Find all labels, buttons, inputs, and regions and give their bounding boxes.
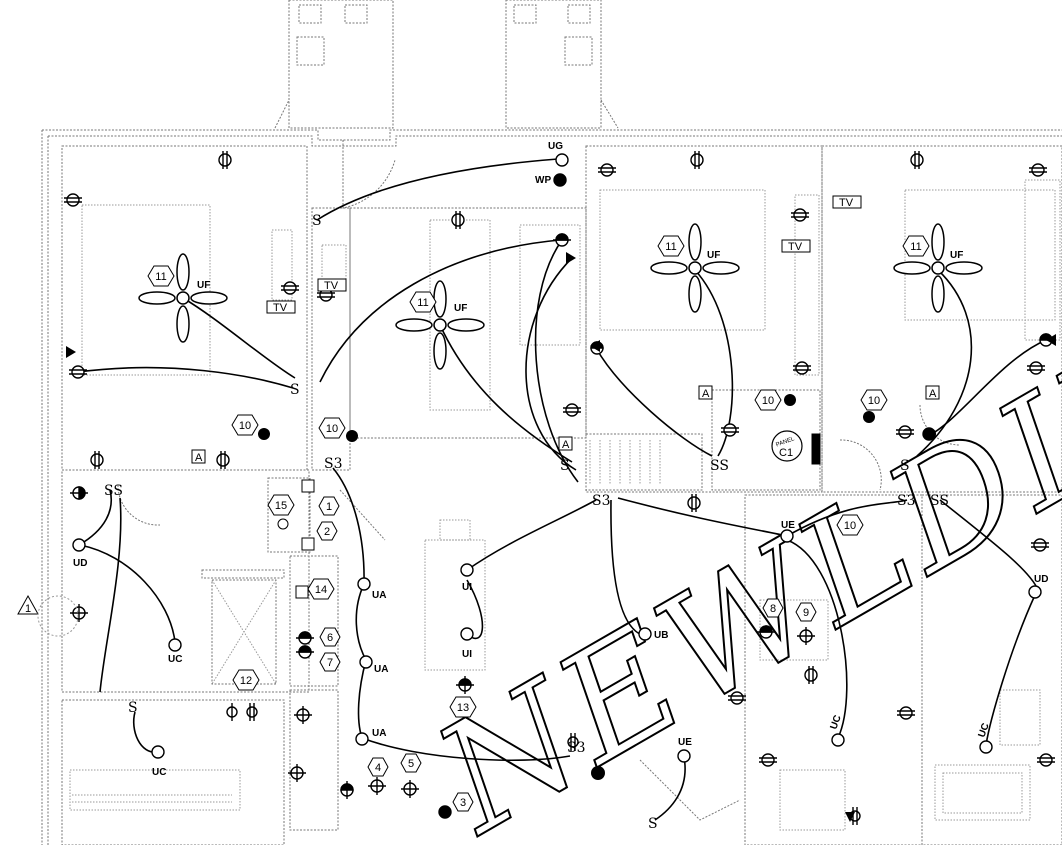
keynote-1: 1 [326,501,332,513]
keynote-hexagons: 11 11 11 11 10 10 10 10 10 1 2 3 4 5 6 7… [147,235,930,812]
tv-label: TV [839,197,854,209]
outlet-label-ua: UA [372,590,386,601]
ceiling-outlets [72,153,1042,763]
keynote-10: 10 [868,395,880,407]
keynote-11: 11 [155,271,166,283]
outlet-label-uc: UC [168,654,182,665]
keynote-4: 4 [375,762,381,774]
outlet-label-ui: UI [462,582,472,593]
keynote-12: 12 [240,675,252,687]
keynote-10: 10 [844,520,856,532]
switch-label: S [290,382,300,398]
switch-label: S3 [567,740,586,756]
outlet-label-ud: UD [1034,574,1048,585]
outlet-label-uc: UC [976,722,991,739]
switch-label: S3 [592,493,611,509]
circuit-wiring [77,158,1047,821]
alarm-devices: A A A A [191,385,940,464]
keynote-10: 10 [762,395,774,407]
panel-id: C1 [779,447,793,459]
outlet-labels: UG WP UD UD UC UC UC UC UA UA UA UI UI U… [73,141,1048,778]
keynote-11: 11 [665,241,676,253]
tv-outlets: TV TV TV TV [266,195,862,314]
switch-label: S3 [324,456,343,472]
outlet-label-ui: UI [462,649,472,660]
switch-label: SS [930,493,949,509]
revision-number: 1 [25,603,31,615]
alarm-label: A [929,388,937,400]
keynote-11: 11 [910,241,921,253]
fan-label: UF [950,250,963,261]
outlet-label-uc: UC [828,714,843,731]
duplex-receptacles [64,151,1055,825]
fan-label: UF [197,280,210,291]
keynote-10: 10 [326,423,338,435]
alarm-label: A [702,388,710,400]
tv-label: TV [324,280,339,292]
keynote-8: 8 [770,603,776,615]
ceiling-fan-right-a: UF [650,223,740,313]
keynote-11: 11 [417,297,428,309]
alarm-label: A [195,452,203,464]
outlet-label-ua: UA [374,664,388,675]
switch-label: SS [710,458,729,474]
keynote-6: 6 [327,632,333,644]
switch-label: SS [104,483,123,499]
keynote-13: 13 [457,702,469,714]
keynote-14: 14 [315,584,327,596]
switch-label: S [900,458,910,474]
outlet-label-ud: UD [73,558,87,569]
outlet-label-ue: UE [678,737,692,748]
outlet-label-wp: WP [535,175,551,186]
keynote-2: 2 [324,526,330,538]
panel-c1: PANEL C1 [771,430,803,462]
switch-label: S [648,816,658,832]
fan-label: UF [707,250,720,261]
switches: S S S3 SS S S S3 S3 SS SS S S S3 [104,213,949,832]
outlet-label-uc: UC [152,767,166,778]
keynote-3: 3 [460,797,466,809]
switch-label: S3 [897,493,916,509]
fan-label: UF [454,303,467,314]
tv-label: TV [788,241,803,253]
keynote-5: 5 [408,758,414,770]
keynote-10: 10 [239,420,251,432]
keynote-7: 7 [327,657,333,669]
ceiling-fan-left: UF [138,253,228,343]
switch-label: S [128,700,138,716]
revision-delta: 1 [17,594,79,637]
alarm-label: A [562,439,570,451]
junction-boxes [277,433,821,599]
ceiling-fan-right-b: UF [893,223,983,313]
ceiling-fan-middle: UF [395,280,485,370]
outlet-label-ug: UG [548,141,563,152]
tv-label: TV [273,302,288,314]
keynote-9: 9 [803,607,809,619]
outlet-label-ub: UB [654,630,668,641]
outlet-label-ue: UE [781,520,795,531]
keynote-15: 15 [275,500,287,512]
switch-label: S [312,213,322,229]
triangle-markers [66,252,1056,822]
outlet-label-ua: UA [372,728,386,739]
switch-label: S [560,458,570,474]
